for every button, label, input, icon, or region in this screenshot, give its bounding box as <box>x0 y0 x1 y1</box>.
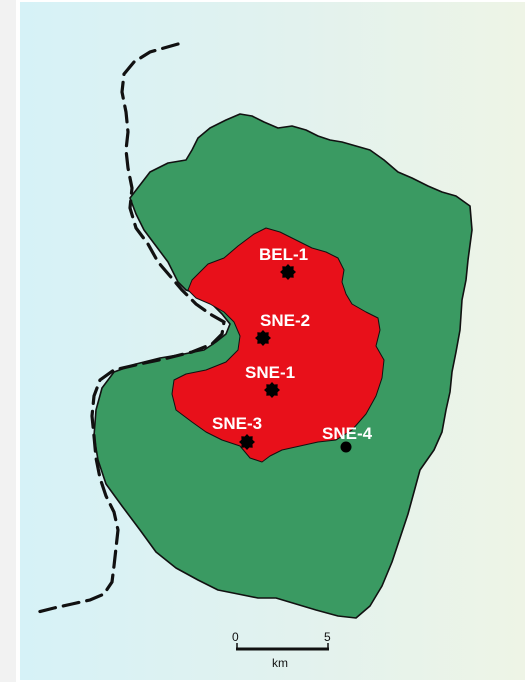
scale-start-label: 0 <box>232 630 239 644</box>
well-label-sne-1: SNE-1 <box>245 363 295 382</box>
well-label-sne-2: SNE-2 <box>260 311 310 330</box>
dot-icon <box>340 441 352 453</box>
dashed-boundary-line <box>36 42 226 614</box>
well-label-bel-1: BEL-1 <box>259 245 308 264</box>
well-label-sne-4: SNE-4 <box>322 424 373 443</box>
star-icon <box>239 434 255 450</box>
well-label-sne-3: SNE-3 <box>212 414 262 433</box>
scale-unit-label: km <box>272 656 288 670</box>
left-margin <box>0 0 16 682</box>
star-icon <box>264 382 280 398</box>
scale-bar: 0 5 km <box>232 630 331 670</box>
scale-end-label: 5 <box>324 630 331 644</box>
star-icon <box>280 264 296 280</box>
inner-region <box>171 227 385 463</box>
star-icon <box>255 330 271 346</box>
